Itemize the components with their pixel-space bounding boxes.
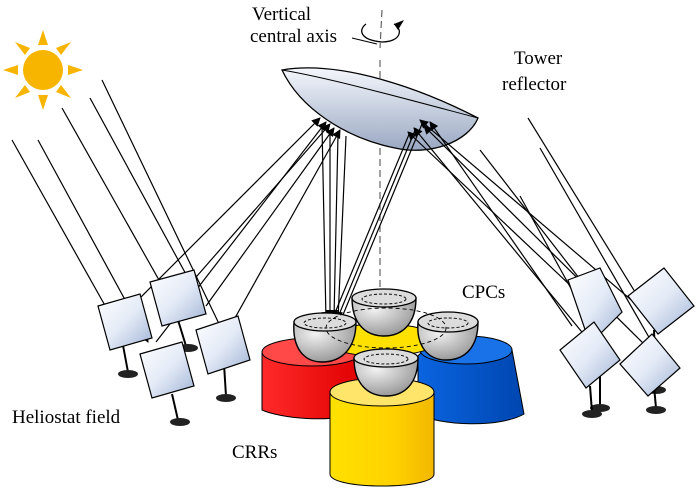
- vertical-axis-label-line2: central axis: [250, 26, 337, 47]
- sun-icon: [3, 30, 83, 110]
- tower-reflector-label-line1: Tower: [514, 48, 563, 69]
- heliostat: [139, 341, 195, 426]
- heliostat: [559, 321, 621, 418]
- heliostat: [97, 293, 153, 378]
- cpc-front: [353, 348, 419, 397]
- heliostat-field-left: [97, 269, 251, 426]
- incoming-rays-right: [479, 117, 655, 353]
- tower-reflector-label-line2: reflector: [502, 74, 567, 95]
- heliostat-field-label: Heliostat field: [12, 407, 121, 428]
- cpc-top: [351, 288, 417, 337]
- heliostat: [149, 269, 207, 352]
- heliostat-field-right: [559, 267, 695, 418]
- cpc-left: [293, 312, 357, 363]
- concentrated-rays: [321, 123, 423, 323]
- heliostat: [619, 333, 681, 414]
- cpc-concentrators: [293, 288, 479, 397]
- cpc-right: [417, 311, 479, 361]
- crrs-label: CRRs: [232, 442, 277, 463]
- tower-reflector: [281, 67, 479, 151]
- cpc-ring: [325, 307, 447, 349]
- cpcs-label: CPCs: [462, 282, 505, 303]
- heliostat: [195, 315, 251, 402]
- reflected-rays-left: [119, 117, 341, 343]
- vertical-axis-label-line1: Vertical: [252, 4, 311, 25]
- vertical-central-axis: [351, 9, 404, 330]
